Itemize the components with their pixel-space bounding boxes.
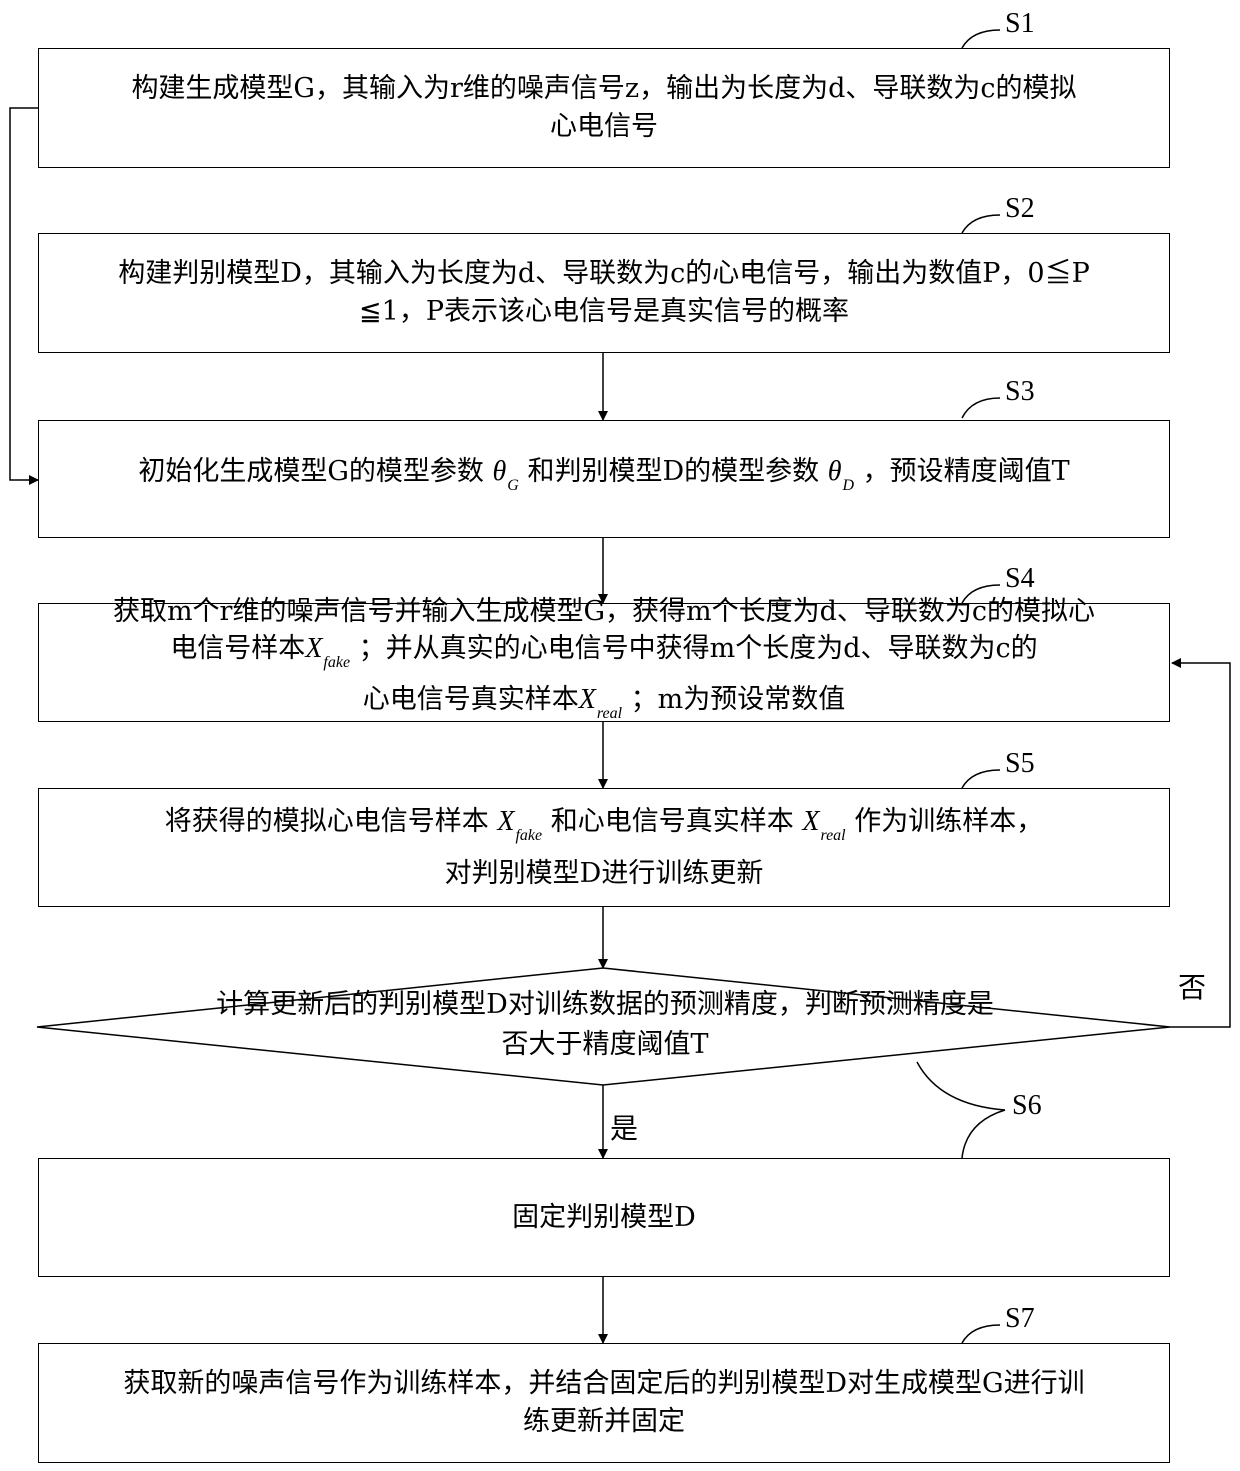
s1-label-hook [962, 30, 1000, 48]
s5-label-hook [962, 770, 1000, 788]
s4-text-line2: 电信号样本Xfake ；并从真实的心电信号中获得m个长度为d、导联数为c的 [170, 630, 1037, 681]
x-symbol: X [579, 684, 596, 715]
s7-text-line1: 获取新的噪声信号作为训练样本，并结合固定后的判别模型D对生成模型G进行训 [123, 1365, 1084, 1403]
s3-label-hook [962, 398, 1000, 418]
s4-text-line3: 心电信号真实样本Xreal ；m为预设常数值 [363, 681, 846, 732]
step-box-s1: 构建生成模型G，其输入为r维的噪声信号z，输出为长度为d、导联数为c的模拟 心电… [38, 48, 1170, 168]
step-box-s4: 获取m个r维的噪声信号并输入生成模型G，获得m个长度为d、导联数为c的模拟心 电… [38, 603, 1170, 722]
step-label-s7: S7 [1005, 1303, 1035, 1335]
theta-symbol: θ [828, 456, 842, 487]
decision-text-line1: 计算更新后的判别模型D对训练数据的预测精度，判断预测精度是 [40, 985, 1170, 1025]
theta-g-symbol: θG [493, 456, 519, 487]
subscript-real: real [820, 827, 845, 844]
s6-label-hook [962, 1110, 1005, 1158]
s4-line2-part1: 电信号样本 [170, 633, 305, 664]
decision-text-line2: 否大于精度阈值T [40, 1025, 1170, 1065]
s5-line1-part3: 作为训练样本， [854, 806, 1043, 837]
s1-text-line2: 心电信号 [550, 108, 658, 146]
x-symbol: X [497, 806, 514, 837]
step-label-s2: S2 [1005, 193, 1035, 225]
s4-line3-part2: ；m为预设常数值 [631, 684, 846, 715]
s4-line3-part1: 心电信号真实样本 [363, 684, 579, 715]
step-label-s1: S1 [1005, 8, 1035, 40]
subscript-fake: fake [323, 654, 350, 671]
x-symbol: X [802, 806, 819, 837]
step-label-s4: S4 [1005, 563, 1035, 595]
step-label-s5: S5 [1005, 748, 1035, 780]
x-fake-symbol: Xfake [305, 633, 350, 664]
s3-text-part2: 和判别模型D的模型参数 [527, 456, 819, 487]
s5-text-line1: 将获得的模拟心电信号样本 Xfake 和心电信号真实样本 Xreal 作为训练样… [165, 803, 1043, 855]
s1-text-line1: 构建生成模型G，其输入为r维的噪声信号z，输出为长度为d、导联数为c的模拟 [131, 70, 1076, 108]
theta-d-symbol: θD [828, 456, 854, 487]
s6-text-line1: 固定判别模型D [512, 1199, 696, 1237]
s4-line2-part2: ；并从真实的心电信号中获得m个长度为d、导联数为c的 [359, 633, 1038, 664]
s2-text-line1: 构建判别模型D，其输入为长度为d、导联数为c的心电信号，输出为数值P，0≦P [118, 255, 1090, 293]
decision-label-hook [917, 1062, 1005, 1110]
s7-label-hook [962, 1325, 1000, 1343]
step-box-s7: 获取新的噪声信号作为训练样本，并结合固定后的判别模型D对生成模型G进行训 练更新… [38, 1343, 1170, 1463]
x-real-symbol: Xreal [579, 684, 622, 715]
s7-text-line2: 练更新并固定 [523, 1403, 685, 1441]
step-box-s5: 将获得的模拟心电信号样本 Xfake 和心电信号真实样本 Xreal 作为训练样… [38, 788, 1170, 907]
s3-text-part1: 初始化生成模型G的模型参数 [138, 456, 484, 487]
subscript-d: D [842, 477, 854, 494]
x-symbol: X [305, 633, 322, 664]
step-box-s3: 初始化生成模型G的模型参数 θG 和判别模型D的模型参数 θD ，预设精度阈值T [38, 420, 1170, 538]
s2-text-line2: ≦1，P表示该心电信号是真实信号的概率 [359, 293, 849, 331]
step-box-s2: 构建判别模型D，其输入为长度为d、导联数为c的心电信号，输出为数值P，0≦P ≦… [38, 233, 1170, 353]
s5-line1-part1: 将获得的模拟心电信号样本 [165, 806, 489, 837]
s3-text-line: 初始化生成模型G的模型参数 θG 和判别模型D的模型参数 θD ，预设精度阈值T [138, 453, 1069, 505]
branch-label-yes: 是 [610, 1107, 638, 1147]
s5-text-line2: 对判别模型D进行训练更新 [445, 855, 764, 893]
branch-label-no: 否 [1178, 966, 1206, 1006]
subscript-fake: fake [515, 827, 542, 844]
subscript-real: real [597, 705, 622, 722]
x-real-symbol: Xreal [802, 806, 845, 837]
subscript-g: G [507, 477, 519, 494]
step-label-s6: S6 [1012, 1090, 1042, 1122]
step-label-s3: S3 [1005, 376, 1035, 408]
x-fake-symbol: Xfake [497, 806, 542, 837]
step-box-s6: 固定判别模型D [38, 1158, 1170, 1277]
s3-text-part3: ，预设精度阈值T [863, 456, 1070, 487]
s2-label-hook [962, 215, 1000, 233]
s5-line1-part2: 和心电信号真实样本 [551, 806, 794, 837]
theta-symbol: θ [493, 456, 507, 487]
s4-text-line1: 获取m个r维的噪声信号并输入生成模型G，获得m个长度为d、导联数为c的模拟心 [113, 593, 1095, 630]
s1-to-s3-bypass [10, 108, 40, 480]
